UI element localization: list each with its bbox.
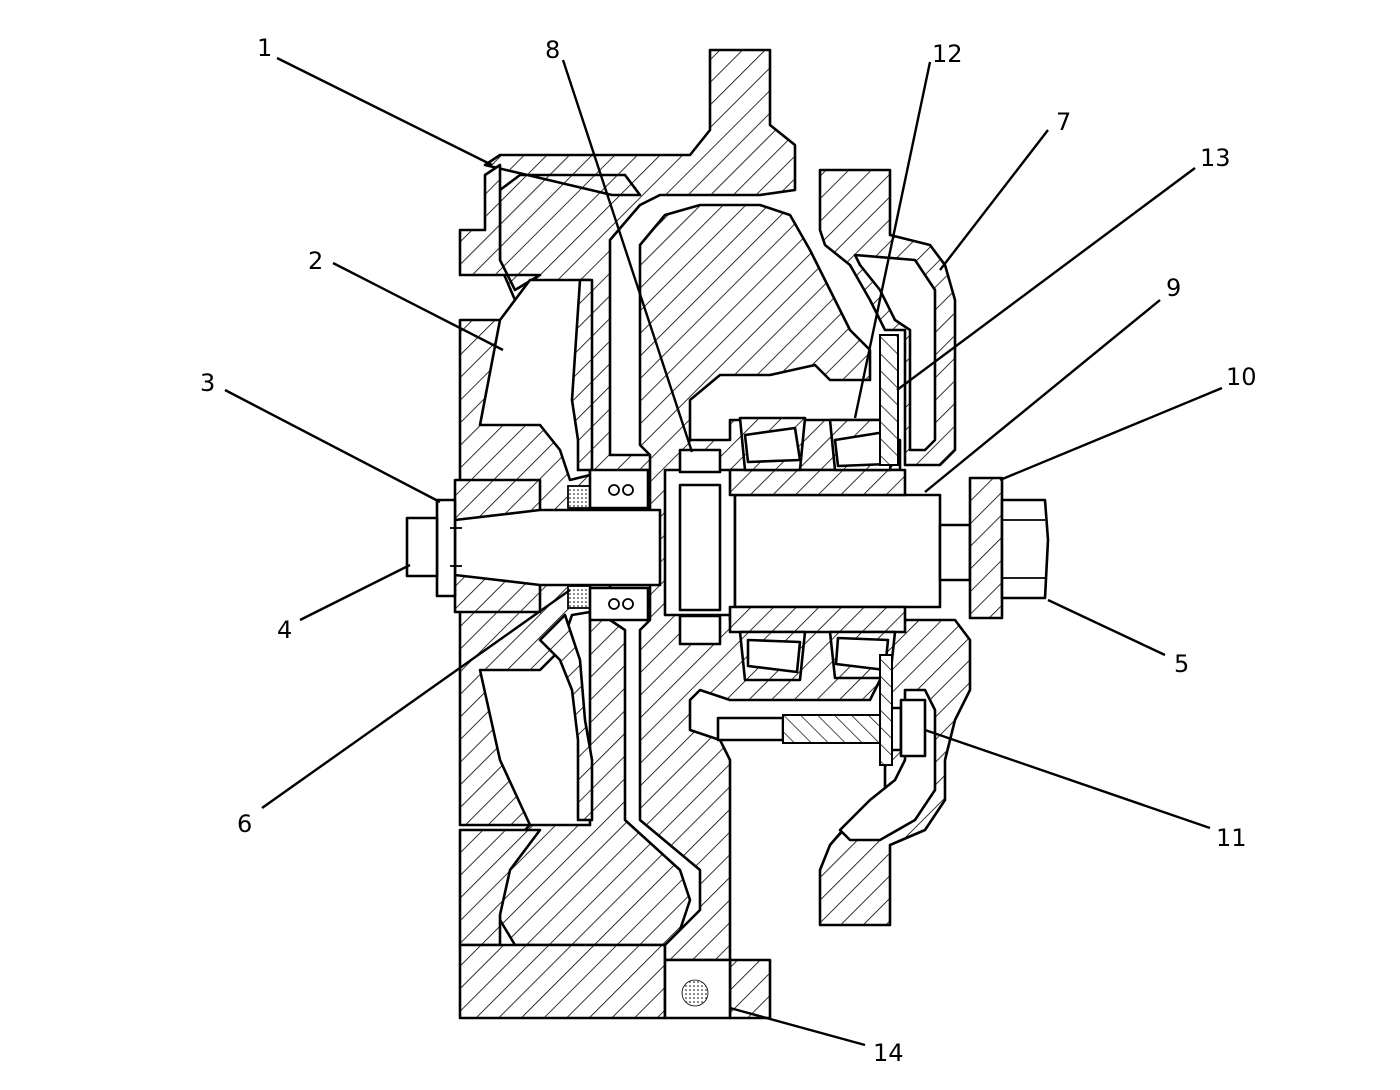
leader-2 xyxy=(332,261,504,352)
callout-4: 4 xyxy=(277,616,292,644)
callout-5: 5 xyxy=(1174,650,1189,678)
callout-7: 7 xyxy=(1056,108,1071,136)
callout-3: 3 xyxy=(200,369,215,397)
leader-14 xyxy=(729,1006,866,1047)
callout-11: 11 xyxy=(1216,824,1247,852)
callout-13: 13 xyxy=(1200,144,1231,172)
leader-4 xyxy=(299,563,411,622)
impeller-hub xyxy=(405,468,662,622)
leader-13 xyxy=(896,167,1196,391)
leader-5 xyxy=(1047,598,1166,657)
callout-1: 1 xyxy=(257,34,272,62)
callout-2: 2 xyxy=(308,247,323,275)
bearing-assembly xyxy=(678,416,907,682)
leader-1 xyxy=(276,56,493,167)
leader-12 xyxy=(853,61,932,419)
callout-6: 6 xyxy=(237,810,252,838)
impeller xyxy=(478,278,594,827)
callout-12: 12 xyxy=(932,40,963,68)
callout-10: 10 xyxy=(1226,363,1257,391)
callout-9: 9 xyxy=(1166,274,1181,302)
callout-8: 8 xyxy=(545,36,560,64)
leader-11 xyxy=(924,728,1211,830)
leader-8 xyxy=(561,59,694,453)
leader-lines xyxy=(224,56,1223,1047)
leader-7 xyxy=(939,129,1049,271)
leader-10 xyxy=(999,386,1223,482)
leader-9 xyxy=(924,299,1161,493)
callout-labels: 1 2 3 4 5 6 7 8 9 10 11 12 13 14 xyxy=(200,34,1257,1067)
pump-shaft xyxy=(663,468,972,617)
leader-3 xyxy=(224,388,441,504)
shaft-nut xyxy=(968,476,1050,620)
callout-14: 14 xyxy=(873,1039,904,1067)
leader-6 xyxy=(261,589,571,809)
mounting-bolt xyxy=(716,334,927,766)
bearing-cover xyxy=(818,168,972,927)
